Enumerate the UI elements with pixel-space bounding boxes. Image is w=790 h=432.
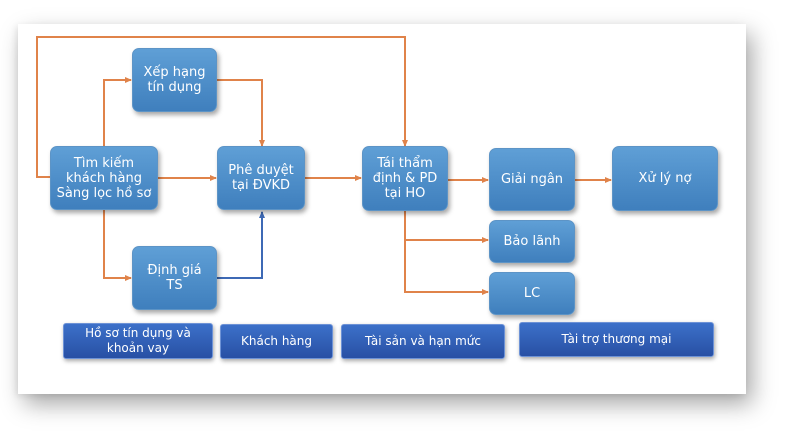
connector-timkiem-xephang (103, 77, 132, 146)
connector-timkiem-taithamdinh (36, 36, 408, 178)
connector-xephang-pheduyet (217, 79, 265, 147)
category-khach-hang: Khách hàng (220, 324, 333, 359)
node-dinh-gia: Định giá TS (132, 246, 217, 310)
connector-timkiem-dinhgia (103, 210, 132, 281)
connector-taithamdinh-baolanh (404, 211, 489, 243)
category-tai-tro-thuong-mai: Tài trợ thương mại (519, 322, 714, 357)
node-tai-tham-dinh: Tái thẩm định & PD tại HO (362, 146, 448, 211)
node-phe-duyet: Phê duyệt tại ĐVKD (217, 146, 305, 210)
node-giai-ngan: Giải ngân (489, 148, 575, 211)
connector-taithamdinh-lc (404, 240, 489, 295)
category-tai-san-han-muc: Tài sản và hạn mức (341, 324, 505, 359)
node-lc: LC (489, 272, 575, 315)
node-xep-hang: Xếp hạng tín dụng (132, 48, 217, 112)
category-ho-so-tin-dung: Hồ sơ tín dụng và khoản vay (63, 323, 213, 359)
node-tim-kiem: Tìm kiếm khách hàng Sàng lọc hồ sơ (50, 146, 158, 210)
node-bao-lanh: Bảo lãnh (489, 220, 575, 263)
node-xu-ly-no: Xử lý nợ (612, 146, 718, 211)
connector-dinhgia-pheduyet (217, 211, 265, 279)
